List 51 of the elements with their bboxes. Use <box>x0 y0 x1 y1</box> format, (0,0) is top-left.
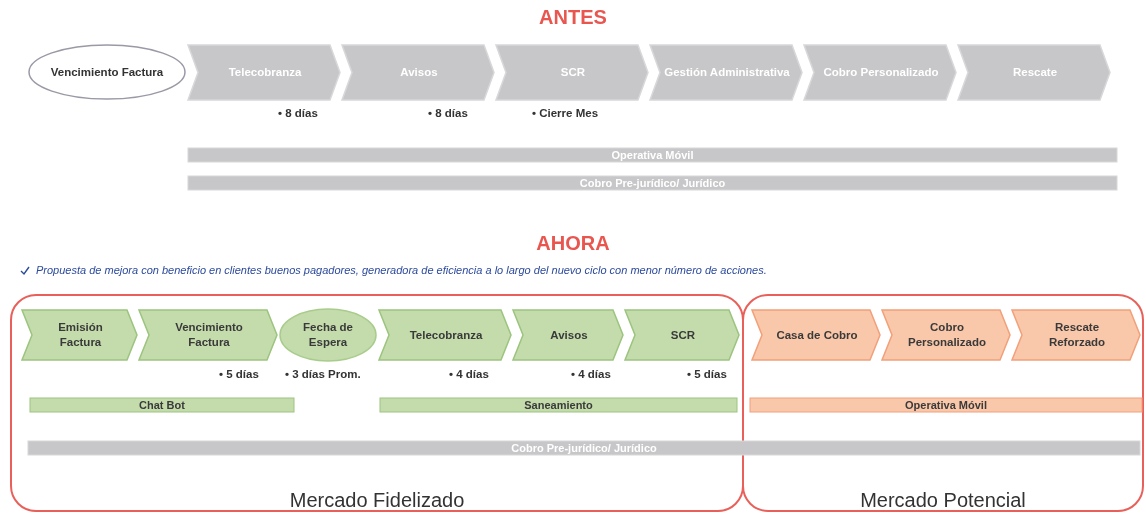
chevron-step <box>804 45 956 100</box>
step-label: Operativa Móvil <box>905 397 987 413</box>
section-heading: AHORA <box>536 232 610 255</box>
region-panel <box>742 294 1144 512</box>
chevron-step <box>650 45 802 100</box>
step-label: Fecha de Espera <box>302 320 354 350</box>
chevron-step <box>882 310 1010 360</box>
step-label: Cobro Pre-jurídico/ Jurídico <box>511 440 657 456</box>
duration-note: • 5 días <box>219 368 259 380</box>
band-bar <box>28 441 1140 455</box>
step-label: Saneamiento <box>524 397 593 413</box>
step-label: Vencimiento Factura <box>174 320 244 350</box>
band-bar <box>188 148 1117 162</box>
note-text: Propuesta de mejora con beneficio en clientes buenos pagadores, generadora de eficiencia a lo largo del nuevo ciclo con menor número de acciones. <box>36 264 767 276</box>
region-heading: Mercado Potencial <box>859 489 1027 512</box>
step-label: Telecobranza <box>228 65 302 80</box>
chevron-step <box>752 310 880 360</box>
band-bar <box>30 398 294 412</box>
step-label: Chat Bot <box>139 397 185 413</box>
band-bar <box>188 176 1117 190</box>
duration-note: • 5 días <box>687 368 727 380</box>
step-label: Rescate Reforzado <box>1047 320 1107 350</box>
step-label: Avisos <box>400 65 438 80</box>
duration-note: • 3 días Prom. <box>285 368 361 380</box>
step-label: Telecobranza <box>409 327 483 343</box>
step-label: Gestión Administrativa <box>664 65 790 80</box>
duration-note: • 8 días <box>278 107 318 119</box>
band-bar <box>380 398 737 412</box>
chevron-step <box>22 310 137 360</box>
step-label: Vencimiento Factura <box>50 64 164 80</box>
step-label: Avisos <box>550 327 588 343</box>
band-bar <box>750 398 1142 412</box>
ellipse-step <box>28 44 186 100</box>
region-panel <box>10 294 744 512</box>
step-label: Cobro Pre-jurídico/ Jurídico <box>579 175 726 191</box>
chevron-step <box>1012 310 1140 360</box>
region-heading: Mercado Fidelizado <box>288 489 466 512</box>
step-label: Cobro Personalizado <box>907 320 987 350</box>
step-label: Rescate <box>1012 65 1058 80</box>
section-heading: ANTES <box>539 6 607 29</box>
duration-note: • 8 días <box>428 107 468 119</box>
step-label: Operativa Móvil <box>611 147 694 163</box>
step-label: SCR <box>670 327 696 343</box>
step-label: Cobro Personalizado <box>823 65 939 80</box>
chevron-step <box>958 45 1110 100</box>
duration-note: • 4 días <box>571 368 611 380</box>
step-label: Casa de Cobro <box>776 327 858 343</box>
duration-note: • Cierre Mes <box>532 107 599 119</box>
step-label: Emisión Factura <box>57 320 104 350</box>
step-label: SCR <box>560 65 586 80</box>
duration-note: • 4 días <box>449 368 489 380</box>
